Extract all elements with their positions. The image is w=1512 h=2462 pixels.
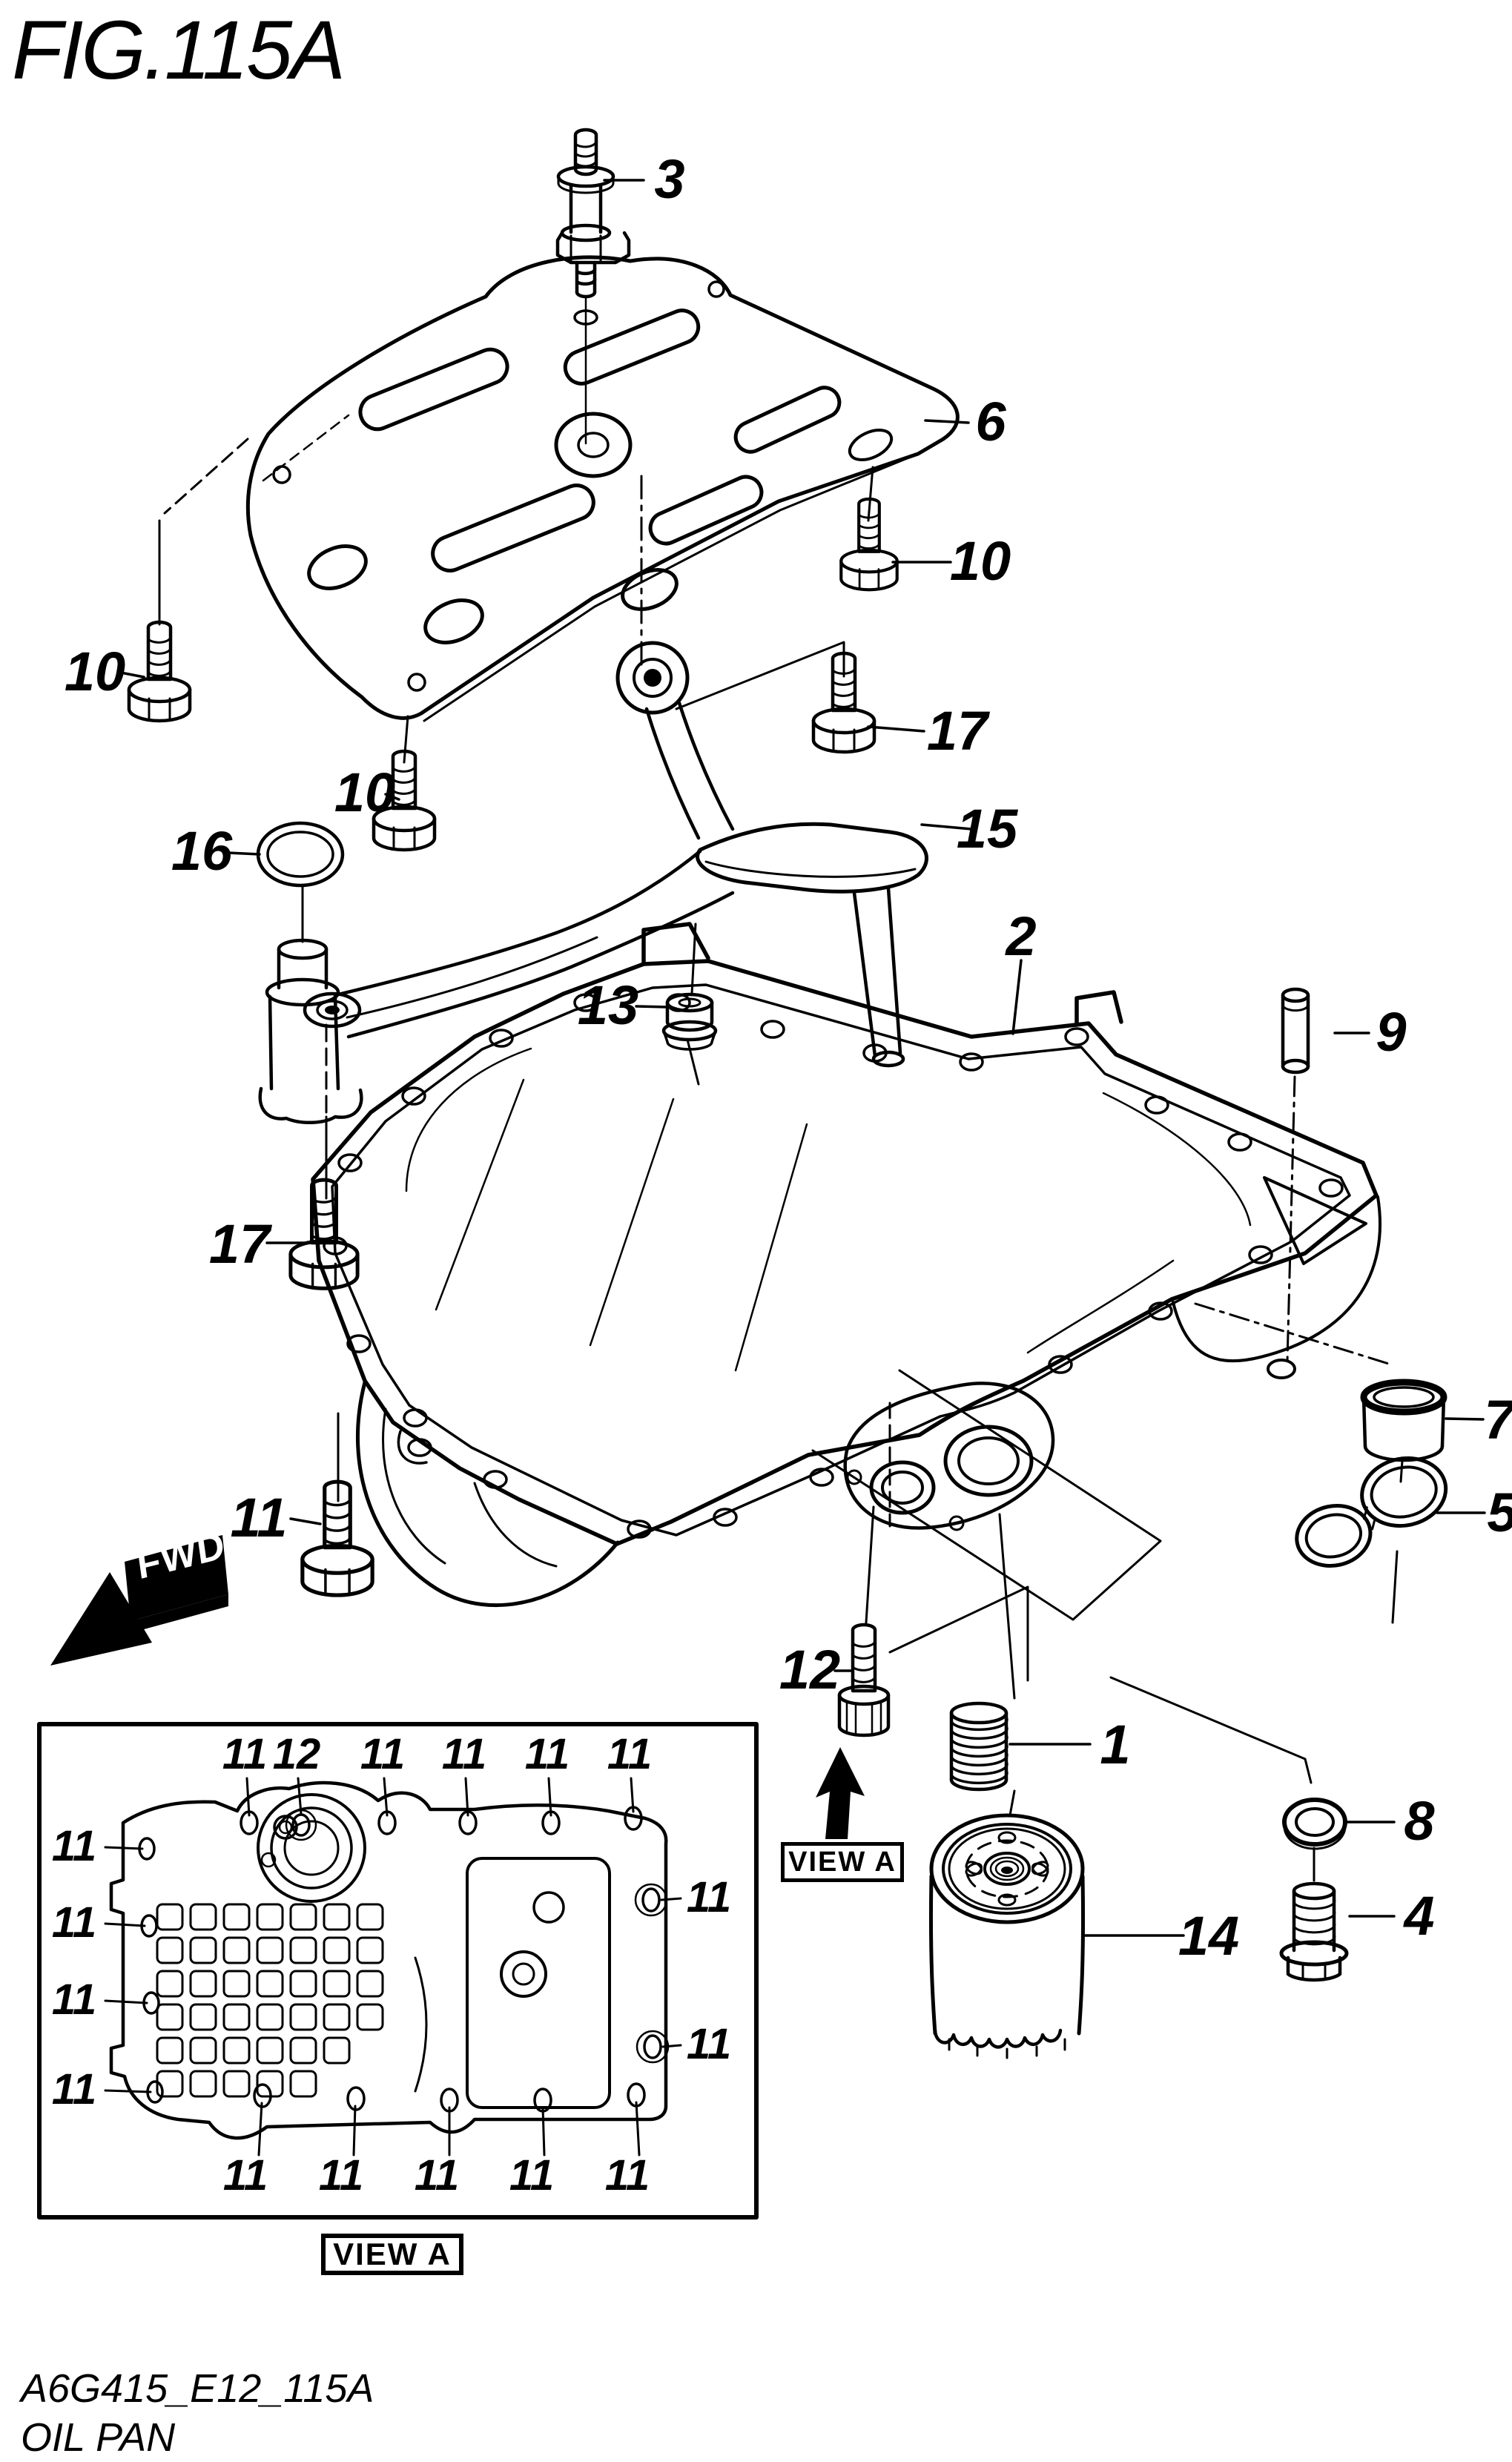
view-a-inset-label: VIEW A bbox=[781, 1842, 904, 1882]
callout-11: 11 bbox=[414, 2151, 460, 2199]
callout-9: 9 bbox=[1376, 1001, 1407, 1063]
bolt10-mid-line bbox=[403, 715, 409, 764]
callout-12: 12 bbox=[272, 1730, 321, 1778]
oil-strainer-part-15 bbox=[256, 475, 928, 1155]
callout-7: 7 bbox=[1484, 1389, 1512, 1451]
callout-10: 10 bbox=[64, 641, 126, 702]
view-a-bottom-label: VIEW A bbox=[321, 2234, 463, 2275]
drawing-name: OIL PAN bbox=[21, 2415, 176, 2460]
seal-part-5 bbox=[1295, 1456, 1448, 1568]
callout-2: 2 bbox=[1006, 905, 1037, 967]
oil-filter-part-14 bbox=[928, 1813, 1086, 2059]
figure-title: FIG.115A bbox=[12, 4, 346, 96]
callout-8: 8 bbox=[1404, 1790, 1435, 1852]
callout-12: 12 bbox=[779, 1639, 841, 1700]
callout-17: 17 bbox=[208, 1213, 271, 1275]
callout-11: 11 bbox=[441, 1730, 487, 1778]
stud-part-3 bbox=[555, 128, 631, 299]
callout-11: 11 bbox=[222, 1730, 268, 1778]
callout-6: 6 bbox=[975, 391, 1006, 452]
callout-11: 11 bbox=[230, 1487, 288, 1548]
oil-pan-part-2 bbox=[311, 922, 1381, 1608]
callout-11: 11 bbox=[509, 2151, 555, 2199]
washer-part-8 bbox=[1282, 1798, 1347, 1850]
callout-16: 16 bbox=[171, 820, 233, 882]
callout-11: 11 bbox=[607, 1730, 653, 1778]
callout-15: 15 bbox=[956, 798, 1018, 859]
bolt10-left-guide bbox=[163, 438, 249, 515]
callout-11: 11 bbox=[686, 2020, 732, 2068]
fwd-flag bbox=[50, 1535, 228, 1666]
bolt-part-12 bbox=[837, 1623, 891, 1737]
callout-17: 17 bbox=[926, 700, 988, 762]
callout-1: 1 bbox=[1100, 1714, 1131, 1775]
callout-13: 13 bbox=[577, 974, 639, 1036]
cap-part-7 bbox=[1360, 1379, 1447, 1462]
callout-3: 3 bbox=[654, 148, 685, 210]
callout-11: 11 bbox=[51, 1822, 97, 1870]
callout-14: 14 bbox=[1178, 1905, 1240, 1967]
callout-11: 11 bbox=[51, 1898, 97, 1947]
callout-11: 11 bbox=[222, 2151, 268, 2199]
callout-11: 11 bbox=[604, 2151, 650, 2199]
callout-4: 4 bbox=[1404, 1885, 1435, 1947]
dowel-part-9 bbox=[1281, 987, 1310, 1075]
callout-11: 11 bbox=[360, 1730, 406, 1778]
callout-10: 10 bbox=[334, 762, 396, 823]
callout-10: 10 bbox=[949, 530, 1011, 592]
view-a-arrow bbox=[816, 1747, 865, 1839]
callout-11: 11 bbox=[51, 1976, 97, 2024]
bolt-part-10-left bbox=[129, 622, 190, 721]
leader-lines bbox=[119, 179, 1486, 1937]
callout-11: 11 bbox=[51, 2065, 97, 2113]
plate-part-6 bbox=[245, 255, 960, 722]
drawing-code: A6G415_E12_115A bbox=[21, 2366, 374, 2411]
section-plane-lines bbox=[337, 1075, 1404, 1882]
bolt10-right-line bbox=[867, 466, 874, 522]
callout-11: 11 bbox=[686, 1873, 732, 1921]
view-a-detail bbox=[37, 1722, 759, 2220]
callout-5: 5 bbox=[1487, 1485, 1512, 1540]
callout-11: 11 bbox=[318, 2151, 364, 2199]
spring-part-1 bbox=[949, 1701, 1008, 1792]
callout-11: 11 bbox=[524, 1730, 570, 1778]
plug-part-4 bbox=[1279, 1881, 1349, 1982]
